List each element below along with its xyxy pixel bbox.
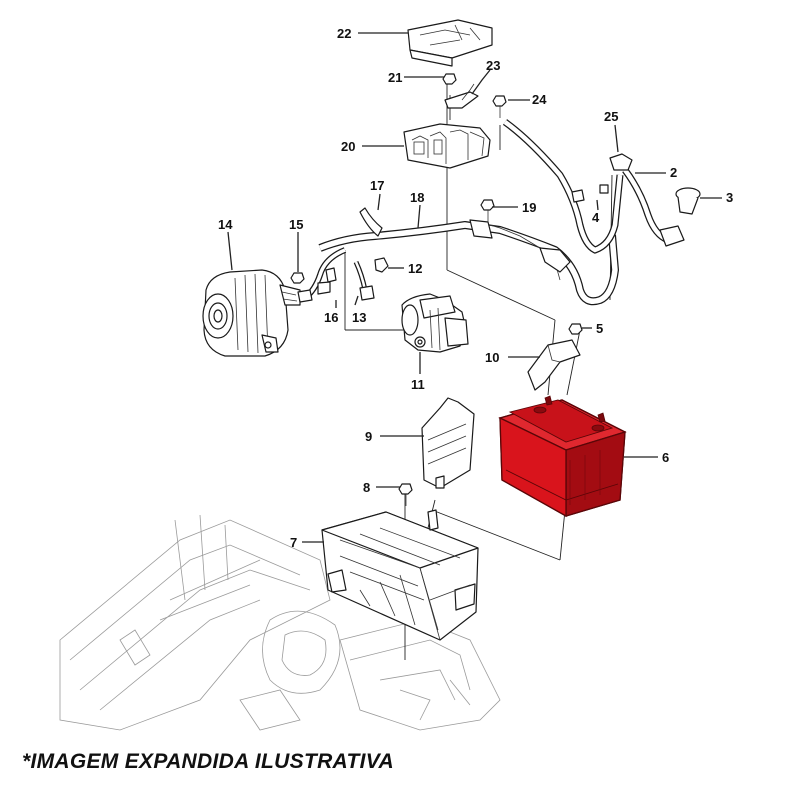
part-label-15: 15 bbox=[289, 217, 303, 232]
part-label-10: 10 bbox=[485, 350, 499, 365]
tray-bolt bbox=[398, 483, 413, 506]
fuse-box-nut bbox=[442, 73, 457, 85]
part-label-21: 21 bbox=[388, 70, 402, 85]
battery-heat-shield bbox=[421, 397, 475, 489]
part-label-24: 24 bbox=[532, 92, 547, 107]
battery-tray bbox=[321, 509, 479, 641]
part-label-23: 23 bbox=[486, 58, 500, 73]
part-label-25: 25 bbox=[604, 109, 618, 124]
illustrative-caption: *IMAGEM EXPANDIDA ILUSTRATIVA bbox=[22, 750, 394, 773]
part-label-9: 9 bbox=[365, 429, 372, 444]
part-label-22: 22 bbox=[337, 26, 351, 41]
alternator bbox=[202, 269, 301, 357]
part-number-labels: 22 21 23 24 20 25 2 3 4 17 18 19 14 15 1… bbox=[218, 26, 733, 550]
alternator-nut bbox=[290, 272, 305, 284]
terminal-cap bbox=[675, 187, 701, 215]
ground-strap bbox=[353, 260, 375, 301]
vehicle-body-outline bbox=[59, 514, 501, 731]
bolt-19 bbox=[480, 199, 495, 222]
starter-motor bbox=[401, 293, 469, 353]
alternator-cable bbox=[297, 247, 347, 303]
leader-lines bbox=[227, 32, 722, 543]
fuse-block bbox=[403, 123, 491, 169]
part-label-12: 12 bbox=[408, 261, 422, 276]
part-label-19: 19 bbox=[522, 200, 536, 215]
part-label-7: 7 bbox=[290, 535, 297, 550]
part-label-4: 4 bbox=[592, 210, 600, 225]
part-label-6: 6 bbox=[662, 450, 669, 465]
terminal-bracket bbox=[444, 83, 479, 109]
battery bbox=[498, 395, 627, 518]
part-label-2: 2 bbox=[670, 165, 677, 180]
part-label-18: 18 bbox=[410, 190, 424, 205]
cable-nut bbox=[374, 257, 389, 273]
positive-battery-cable bbox=[502, 119, 685, 254]
part-label-11: 11 bbox=[411, 377, 425, 392]
battery-hold-down-bracket bbox=[527, 339, 581, 391]
part-label-17: 17 bbox=[370, 178, 384, 193]
fuse-box-cover bbox=[407, 19, 493, 67]
part-label-3: 3 bbox=[726, 190, 733, 205]
part-label-5: 5 bbox=[596, 321, 603, 336]
bolt-24 bbox=[492, 95, 507, 118]
part-label-16: 16 bbox=[324, 310, 338, 325]
part-label-8: 8 bbox=[363, 480, 370, 495]
part-label-13: 13 bbox=[352, 310, 366, 325]
part-label-14: 14 bbox=[218, 217, 233, 232]
bracket-nut bbox=[568, 323, 583, 335]
part-label-20: 20 bbox=[341, 139, 355, 154]
battery-cable-harness bbox=[318, 207, 619, 306]
